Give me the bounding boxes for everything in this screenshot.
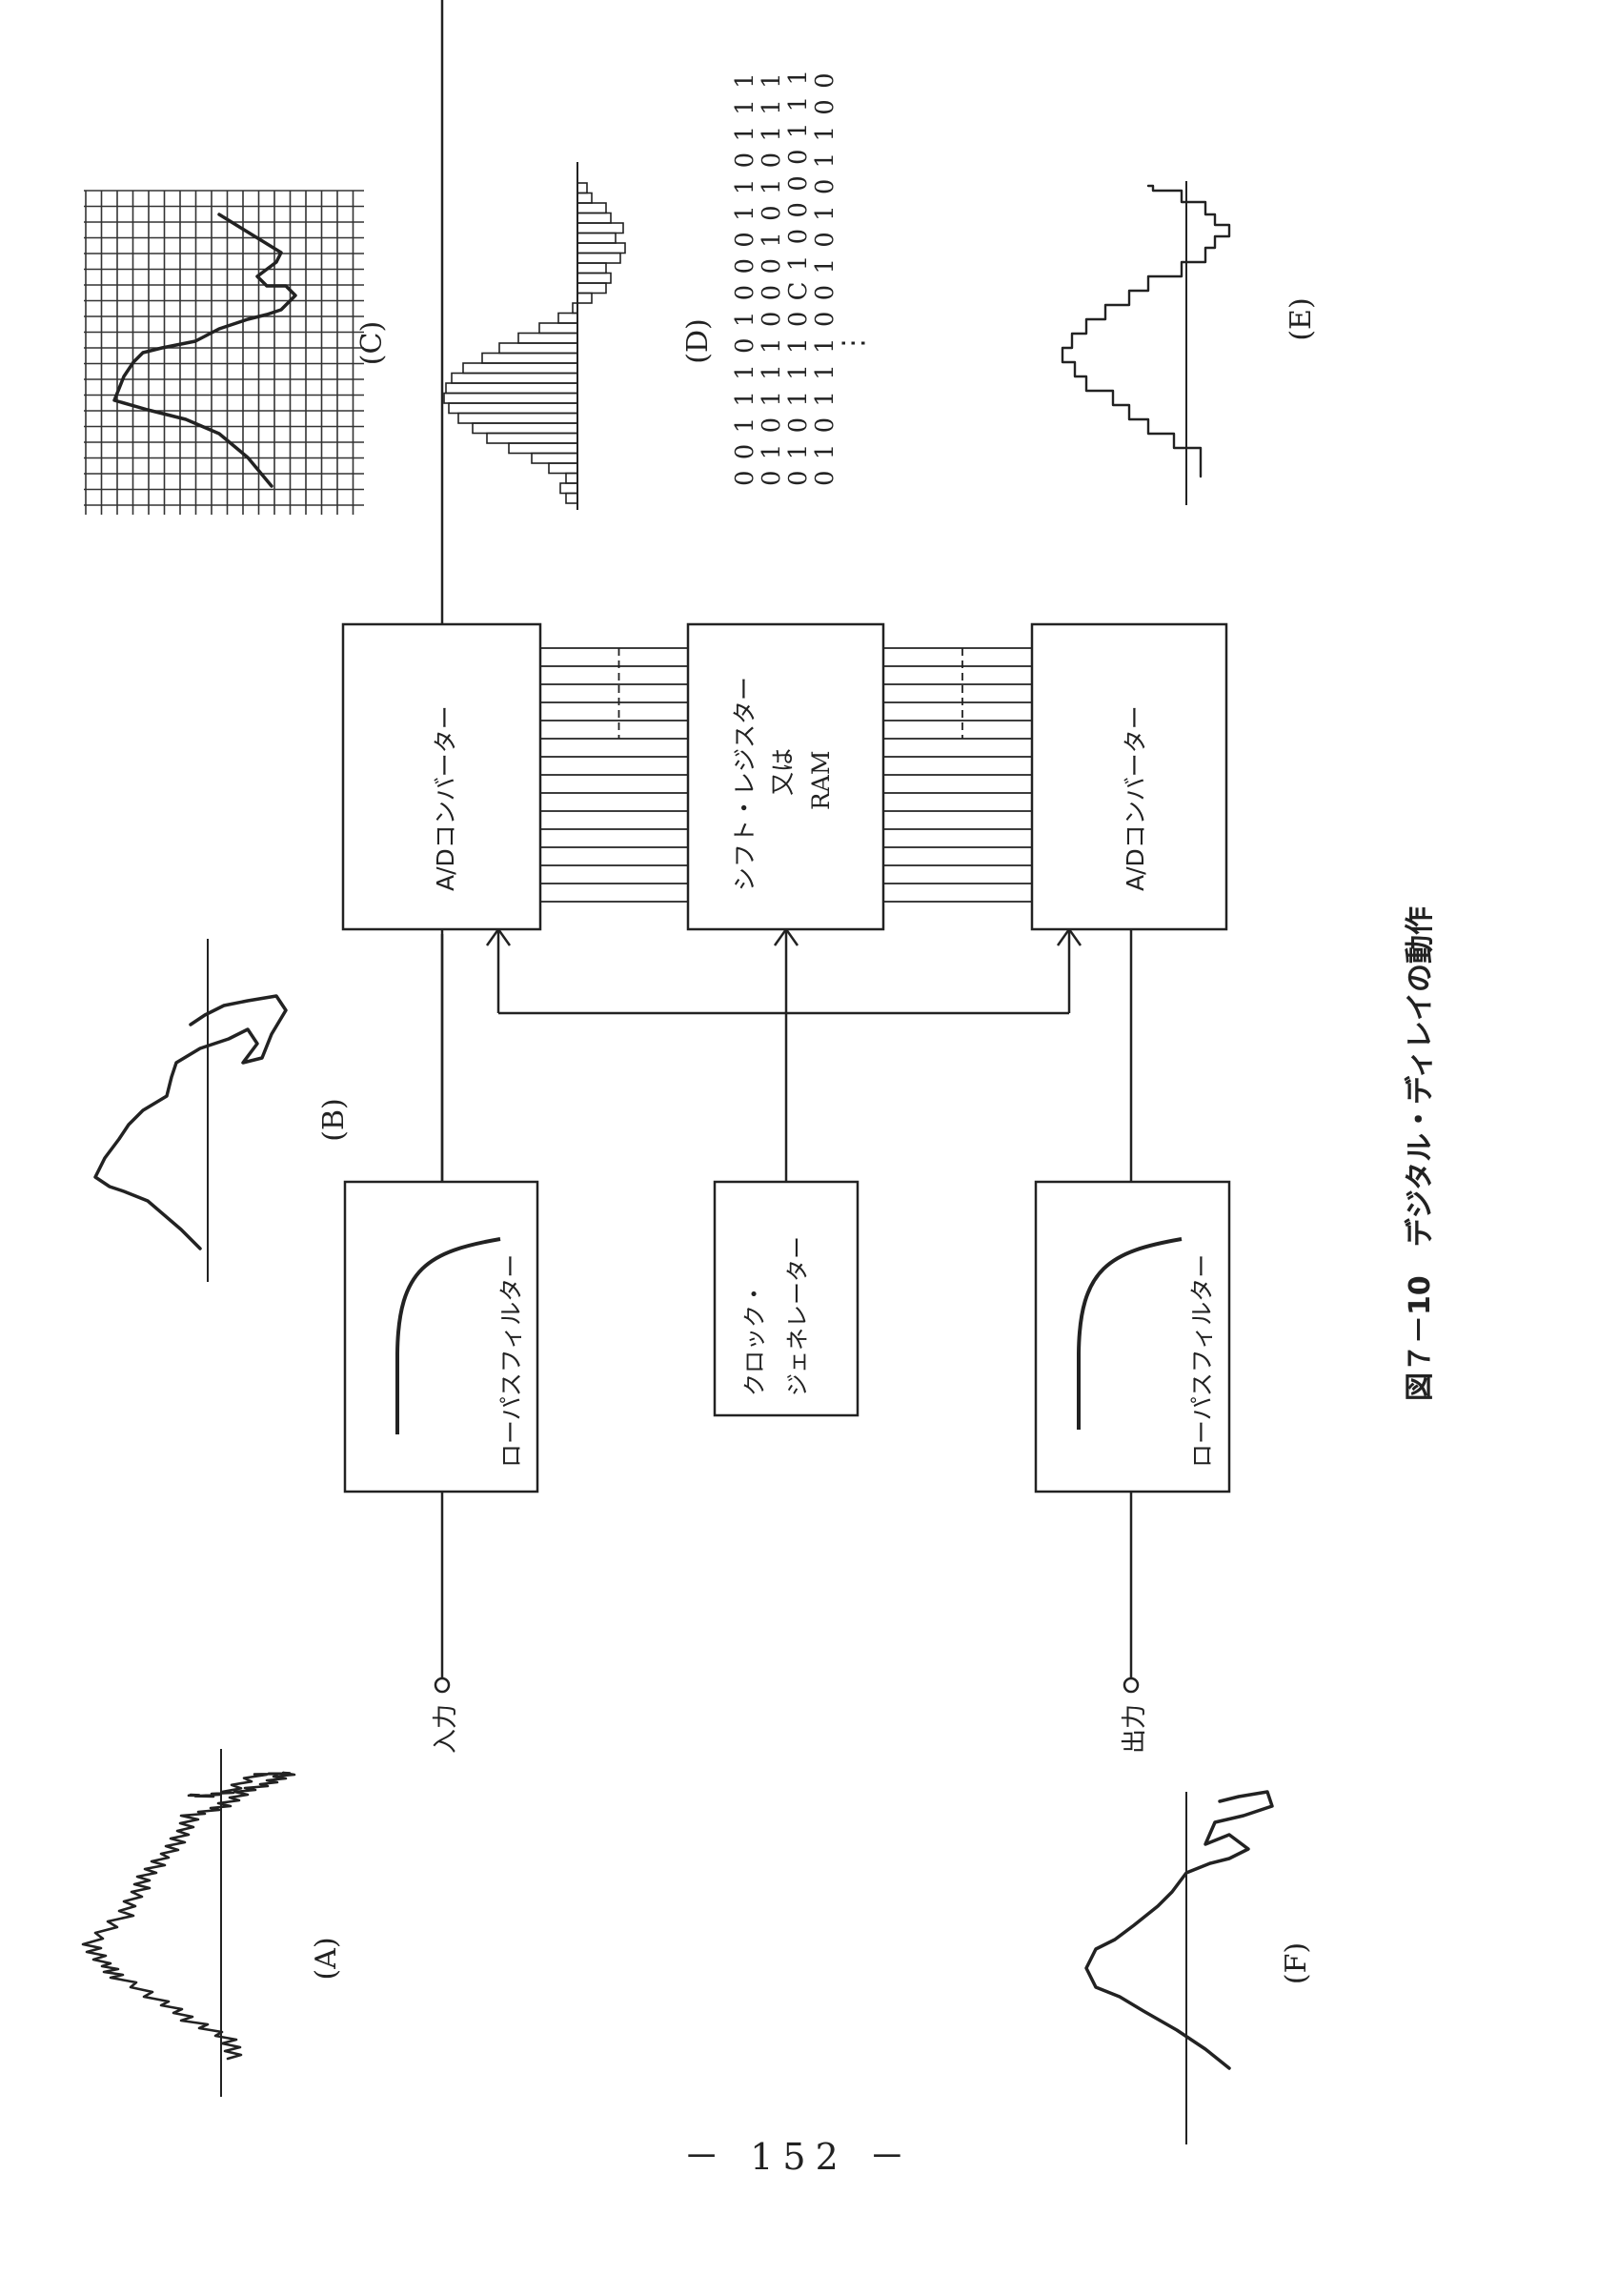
- waveform-d-label: (D): [681, 318, 715, 363]
- waveform-e-label: (E): [1284, 297, 1318, 340]
- shift-register-label-3: RAM: [807, 751, 835, 810]
- waveform-a-label: (A): [310, 1937, 343, 1980]
- binary-row: 0 1 0 1 1 1 0 0 1 0 1 0 1 1 0 0: [811, 71, 839, 486]
- waveform-c-grid: [84, 190, 364, 515]
- lowpass-filter-output-label: ローパスフィルター: [1188, 1254, 1216, 1468]
- figure-caption: 図７－10 デジタル・ディレイの動作: [1404, 906, 1437, 1401]
- input-label: 入力: [432, 1704, 460, 1754]
- lowpass-filter-input-label: ローパスフィルター: [497, 1254, 525, 1468]
- binary-row: 0 0 1 1 1 0 1 0 0 0 1 1 0 1 1 1: [731, 71, 759, 486]
- binary-row: 0 1 0 1 1 1 0 0 0 1 0 1 0 1 1 1: [758, 71, 786, 486]
- clock-generator-label-2: ジェネレーター: [784, 1236, 811, 1396]
- shift-register-block: [686, 622, 885, 931]
- clock-generator-label-1: クロック・: [741, 1282, 768, 1396]
- ad-converter-label: A/Dコンバーター: [432, 705, 459, 891]
- shift-register-label-1: シフト・レジスター: [731, 677, 759, 891]
- binary-data: 0 0 1 1 1 0 1 0 0 0 1 1 0 1 1 1 0 1 0 1 …: [731, 69, 870, 487]
- waveform-b-label: (B): [317, 1098, 351, 1141]
- output-label: 出力: [1121, 1704, 1149, 1754]
- output-terminal: [1123, 1676, 1140, 1694]
- binary-row: 0 1 0 1 1 1 0 C 1 0 0 0 0 1 1 1: [784, 69, 813, 487]
- page-number: － 152 －: [683, 2136, 915, 2178]
- lowpass-filter-input-block: [343, 1180, 539, 1493]
- waveform-d-bars: [443, 162, 626, 510]
- waveform-e: [1061, 181, 1231, 505]
- da-converter-label: A/Dコンバーター: [1122, 705, 1149, 891]
- data-bus-1: [540, 647, 688, 903]
- shift-register-label-2: 又は: [769, 748, 797, 796]
- waveform-c-label: (C): [355, 321, 389, 365]
- waveform-f-label: (F): [1280, 1942, 1313, 1984]
- input-terminal: [434, 1676, 451, 1694]
- clock-generator-block: [713, 1180, 860, 1417]
- da-converter-block: [1030, 622, 1228, 931]
- ad-converter-block: [341, 622, 542, 931]
- waveform-a: [81, 1749, 296, 2097]
- data-bus-2: [883, 647, 1032, 903]
- waveform-b: [93, 939, 288, 1282]
- binary-ellipsis: ⋮: [837, 329, 870, 357]
- waveform-f: [1084, 1790, 1274, 2144]
- lowpass-filter-output-block: [1034, 1180, 1231, 1493]
